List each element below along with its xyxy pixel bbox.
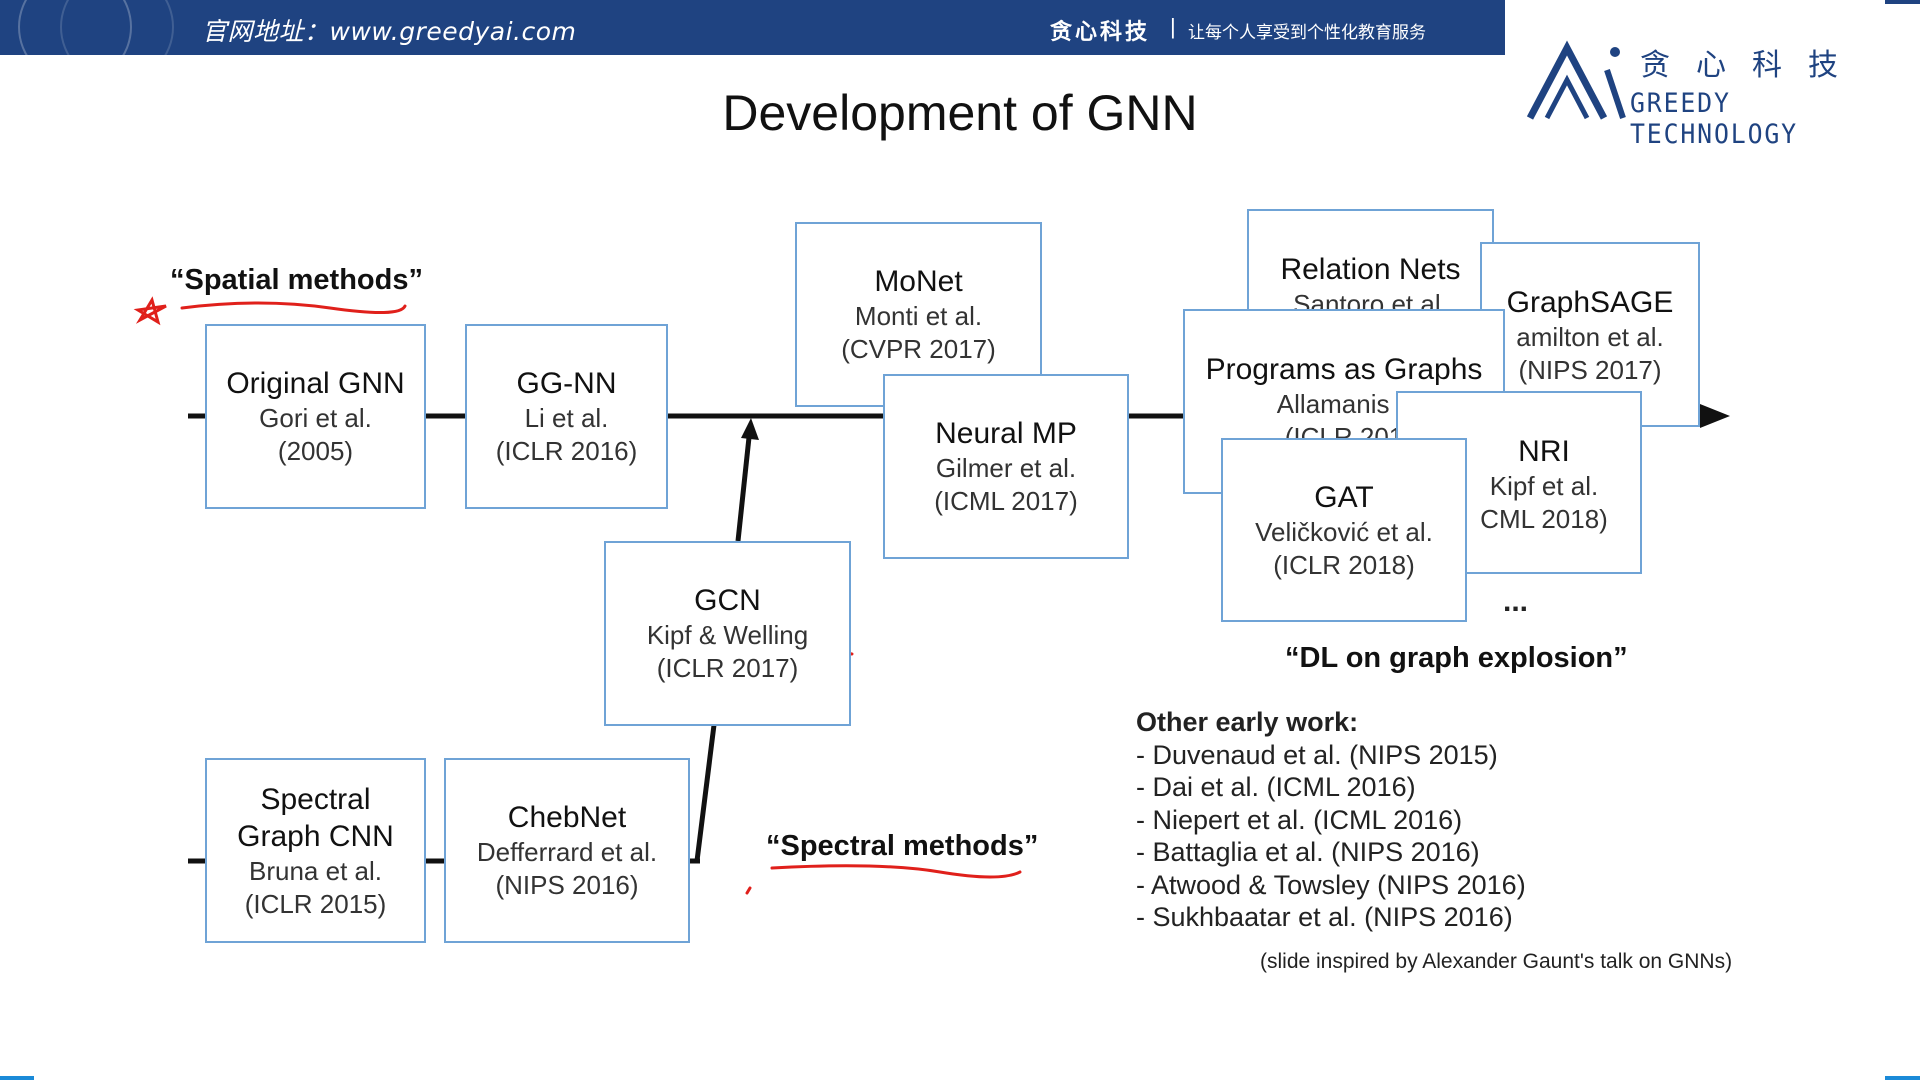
star-mark (133, 296, 167, 326)
underline-spectral-label (770, 864, 1022, 879)
explosion-label: “DL on graph explosion” (1285, 642, 1628, 674)
header-banner: 官网地址：www.greedyai.com 贪心科技 | 让每个人享受到个性化教… (0, 0, 1505, 84)
other-work-item: - Duvenaud et al. (NIPS 2015) (1136, 739, 1498, 770)
logo-english-text: GREEDY TECHNOLOGY (1630, 88, 1798, 150)
box-ggnn: GG-NN Li et al. (ICLR 2016) (465, 324, 668, 509)
other-work-item: - Niepert et al. (ICML 2016) (1136, 804, 1463, 835)
spectral-cnn-author: Bruna et al. (249, 855, 382, 886)
box-original-gnn: Original GNN Gori et al. (2005) (205, 324, 426, 509)
accent-bar (1885, 0, 1920, 4)
logo-mark-icon (1526, 40, 1626, 120)
brand-slogan: 让每个人享受到个性化教育服务 (1188, 23, 1426, 43)
spectral-cnn-venue: (ICLR 2015) (244, 888, 387, 919)
timeline-arrowhead (1700, 404, 1730, 428)
logo-chinese-text: 贪心科技 (1640, 48, 1864, 83)
ggnn-author: Li et al. (524, 403, 609, 433)
underline-spatial (180, 301, 407, 315)
original-gnn-venue: (2005) (277, 436, 354, 466)
gcn-author: Kipf & Welling (646, 620, 809, 650)
box-chebnet: ChebNet Defferrard et al. (NIPS 2016) (444, 758, 690, 943)
other-work-item: - Battaglia et al. (NIPS 2016) (1136, 837, 1480, 867)
nri-author: Kipf et al. (1489, 471, 1599, 501)
other-work-item: - Atwood & Towsley (NIPS 2016) (1136, 869, 1526, 900)
chebnet-author: Defferrard et al. (476, 837, 658, 867)
box-gat: GAT Veličković et al. (ICLR 2018) (1221, 438, 1467, 622)
gcn-arrowhead (741, 418, 759, 440)
neural-mp-venue: (ICML 2017) (934, 486, 1078, 516)
programs-author: Allamanis e (1276, 389, 1412, 419)
nri-venue: CML 2018) (1480, 504, 1608, 534)
monet-venue: (CVPR 2017) (841, 334, 996, 364)
tick-mark (745, 886, 752, 895)
slide-title: Development of GNN (722, 85, 1198, 141)
monet-name: MoNet (874, 265, 963, 298)
gcn-to-spatial-arrow (735, 427, 753, 542)
programs-name: Programs as Graphs (1205, 353, 1483, 386)
chebnet-to-gcn-line (694, 724, 717, 862)
box-spectral-graph-cnn: Spectral Graph CNN Bruna et al. (ICLR 20… (205, 758, 426, 943)
other-work-item: - Dai et al. (ICML 2016) (1136, 772, 1416, 802)
company-logo: 贪心科技 GREEDY TECHNOLOGY (1525, 40, 1895, 150)
gcn-venue: (ICLR 2017) (656, 653, 799, 683)
spectral-cnn-name-line1: Spectral (260, 782, 371, 816)
graphsage-author: amilton et al. (1516, 322, 1664, 352)
other-work-item: - Sukhbaatar et al. (NIPS 2016) (1136, 902, 1513, 932)
chebnet-name: ChebNet (507, 801, 627, 834)
accent-bar (1885, 1076, 1920, 1080)
ggnn-name: GG-NN (516, 367, 617, 400)
ellipsis: ... (1503, 585, 1529, 618)
monet-author: Monti et al. (854, 301, 983, 331)
box-neural-mp: Neural MP Gilmer et al. (ICML 2017) (883, 374, 1129, 559)
box-relation-nets: Relation Nets Santoro et al. (1247, 209, 1494, 324)
accent-bar (0, 1076, 34, 1080)
spectral-methods-label: “Spectral methods” (766, 830, 1039, 862)
gat-name: GAT (1314, 480, 1374, 514)
brand-name: 贪心科技 (1050, 20, 1151, 45)
graphsage-name: GraphSAGE (1506, 286, 1674, 319)
website-url: 官网地址：www.greedyai.com (202, 17, 577, 46)
ggnn-venue: (ICLR 2016) (495, 436, 638, 466)
brand-separator: | (1170, 14, 1176, 39)
neural-mp-author: Gilmer et al. (935, 453, 1077, 483)
original-gnn-author: Gori et al. (259, 403, 372, 433)
chebnet-venue: (NIPS 2016) (495, 870, 639, 900)
spectral-cnn-name-line2: Graph CNN (237, 819, 394, 853)
graphsage-venue: (NIPS 2017) (1518, 355, 1662, 385)
gat-author: Veličković et al. (1255, 516, 1433, 547)
other-work-heading: Other early work: (1136, 707, 1359, 737)
gat-venue: (ICLR 2018) (1273, 549, 1415, 580)
neural-mp-name: Neural MP (935, 417, 1077, 450)
box-gcn: GCN Kipf & Welling (ICLR 2017) (604, 541, 851, 726)
relation-nets-name: Relation Nets (1280, 253, 1461, 286)
nri-name: NRI (1518, 435, 1570, 468)
original-gnn-name: Original GNN (226, 367, 405, 400)
gcn-name: GCN (694, 584, 761, 617)
slide-credit: (slide inspired by Alexander Gaunt's tal… (1260, 950, 1733, 973)
spatial-methods-label: “Spatial methods” (170, 264, 423, 296)
other-early-work: Other early work: - Duvenaud et al. (NIP… (1136, 706, 1526, 934)
